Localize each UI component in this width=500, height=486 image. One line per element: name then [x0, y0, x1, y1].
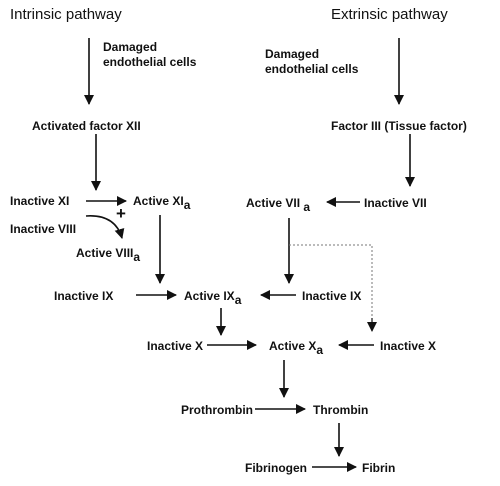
active-xa: Active Xa	[269, 339, 324, 357]
intrinsic-damaged-line1: Damaged	[103, 40, 158, 54]
active-viiia: Active VIIIa	[76, 246, 141, 264]
active-ixa: Active IXa	[184, 289, 242, 307]
plus-sign: +	[116, 204, 126, 223]
fibrinogen: Fibrinogen	[245, 461, 307, 475]
extrinsic-damaged-line2: endothelial cells	[265, 62, 359, 76]
dotted-line-viia-to-x	[289, 244, 373, 318]
prothrombin: Prothrombin	[181, 403, 253, 417]
thrombin: Thrombin	[313, 403, 369, 417]
extrinsic-pathway-title: Extrinsic pathway	[331, 6, 448, 23]
active-viia: Active VII a	[246, 196, 311, 214]
factor-iii-tissue-factor: Factor III (Tissue factor)	[331, 119, 467, 133]
inactive-vii: Inactive VII	[364, 196, 427, 210]
inactive-ix-left: Inactive IX	[54, 289, 114, 303]
inactive-x-left: Inactive X	[147, 339, 204, 353]
intrinsic-damaged-line2: endothelial cells	[103, 55, 197, 69]
activated-factor-xii: Activated factor XII	[32, 119, 141, 133]
extrinsic-damaged-line1: Damaged	[265, 47, 320, 61]
inactive-viii: Inactive VIII	[10, 222, 77, 236]
arrow-viii-to-viiia	[85, 215, 125, 239]
active-xia: Active XIa	[133, 194, 191, 212]
fibrin: Fibrin	[362, 461, 396, 475]
intrinsic-pathway-title: Intrinsic pathway	[10, 6, 122, 23]
inactive-x-right: Inactive X	[380, 339, 437, 353]
inactive-xi: Inactive XI	[10, 194, 70, 208]
inactive-ix-right: Inactive IX	[302, 289, 362, 303]
